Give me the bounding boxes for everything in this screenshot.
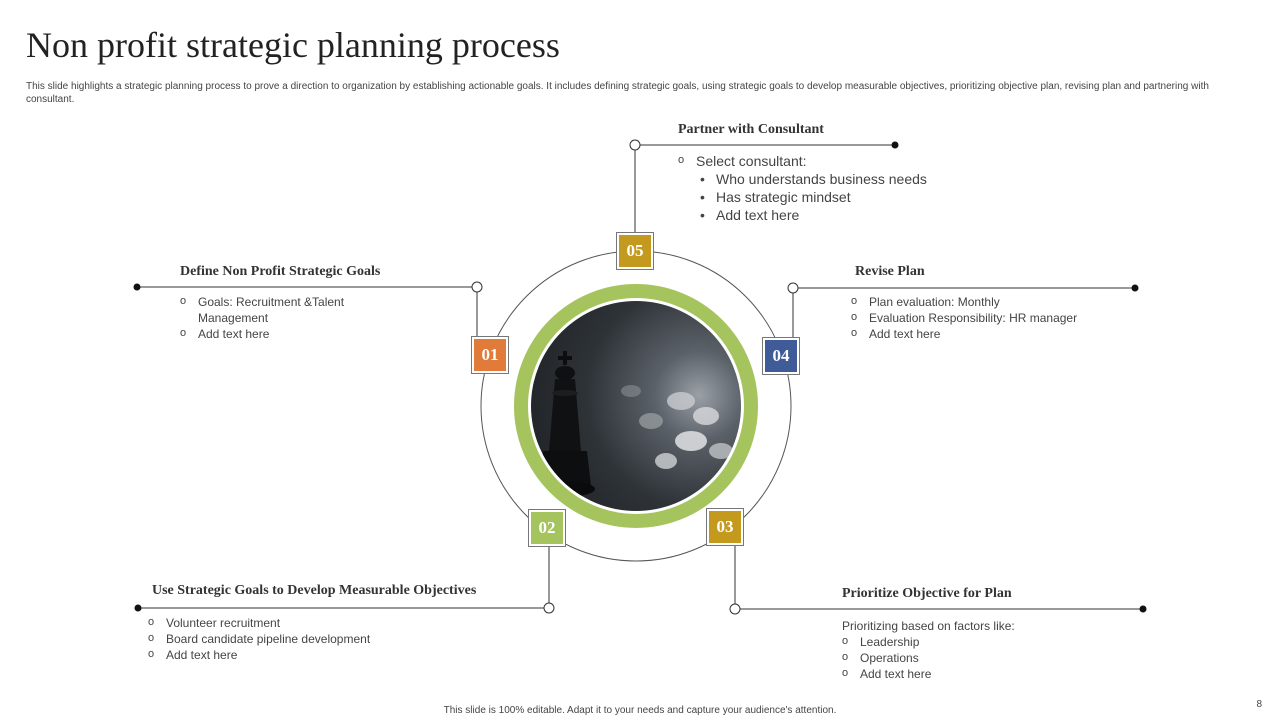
green-ring: [514, 284, 758, 528]
node-01-open: [471, 281, 483, 293]
step-01-heading: Define Non Profit Strategic Goals: [180, 264, 381, 279]
step-01-item: Goals: Recruitment &Talent Management: [180, 293, 410, 326]
step-05-item: Add text here: [678, 206, 998, 224]
node-02-open: [543, 602, 555, 614]
step-05-heading: Partner with Consultant: [678, 122, 824, 137]
step-01-badge: 01: [471, 336, 509, 374]
step-03-body: Prioritizing based on factors like: Lead…: [842, 618, 1142, 682]
slide-subtitle: This slide highlights a strategic planni…: [26, 81, 1209, 105]
step-01-item: Add text here: [180, 325, 410, 342]
step-04-item: Evaluation Responsibility: HR manager: [851, 309, 1151, 326]
step-03-intro: Prioritizing based on factors like:: [842, 619, 1015, 633]
chess-king-photo: [531, 301, 741, 511]
step-02-item: Volunteer recruitment: [148, 614, 448, 631]
step-05-badge: 05: [616, 232, 654, 270]
step-02-item: Add text here: [148, 646, 448, 663]
node-03-open: [729, 603, 741, 615]
node-02-dot: [134, 604, 142, 612]
step-03-heading: Prioritize Objective for Plan: [842, 586, 1012, 601]
step-04-item: Add text here: [851, 325, 1151, 342]
node-05-open: [629, 139, 641, 151]
slide-footer: This slide is 100% editable. Adapt it to…: [443, 705, 837, 716]
step-04-body: Plan evaluation: Monthly Evaluation Resp…: [851, 293, 1151, 342]
step-02-item: Board candidate pipeline development: [148, 630, 448, 647]
step-03-item: Leadership: [842, 633, 1142, 650]
step-05-item: Has strategic mindset: [678, 188, 998, 206]
step-05-body: Select consultant: Who understands busin…: [678, 151, 998, 224]
step-02-heading: Use Strategic Goals to Develop Measurabl…: [152, 583, 477, 598]
step-03-item: Add text here: [842, 665, 1142, 682]
page-number: 8: [1256, 699, 1262, 710]
step-05-intro: Select consultant:: [678, 151, 998, 170]
step-02-badge: 02: [528, 509, 566, 547]
node-04-open: [787, 282, 799, 294]
step-01-body: Goals: Recruitment &Talent Management Ad…: [180, 293, 410, 342]
step-02-body: Volunteer recruitment Board candidate pi…: [148, 614, 448, 663]
step-04-badge: 04: [762, 337, 800, 375]
chess-king-icon: [535, 351, 733, 497]
node-04-dot: [1131, 284, 1139, 292]
slide-title: Non profit strategic planning process: [26, 25, 560, 65]
node-05-dot: [891, 141, 899, 149]
step-03-badge: 03: [706, 508, 744, 546]
node-03-dot: [1139, 605, 1147, 613]
step-05-item: Who understands business needs: [678, 170, 998, 188]
step-04-heading: Revise Plan: [855, 264, 925, 279]
step-03-item: Operations: [842, 649, 1142, 666]
node-01-dot: [133, 283, 141, 291]
step-04-item: Plan evaluation: Monthly: [851, 293, 1151, 310]
